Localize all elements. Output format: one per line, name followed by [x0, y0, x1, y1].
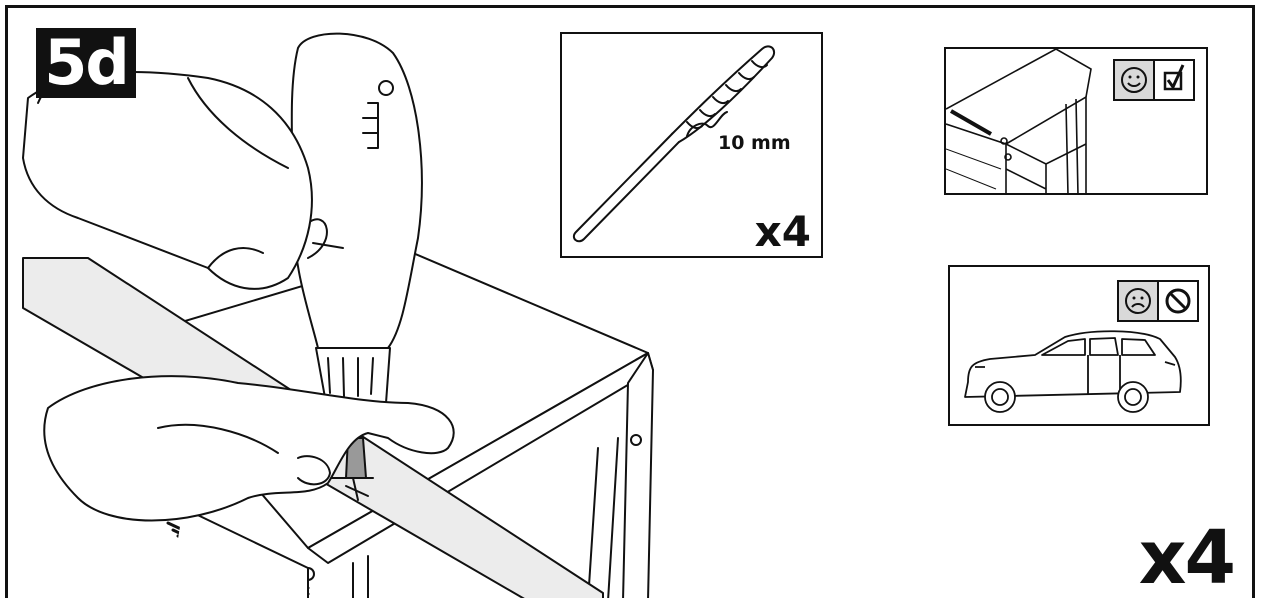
- instruction-frame: 5d 10 mm x4: [5, 5, 1255, 598]
- sad-face-icon: [1125, 288, 1151, 314]
- car-illustration: [964, 330, 1182, 413]
- total-quantity: x4: [1138, 515, 1236, 598]
- cabinet-right-side: [622, 352, 654, 598]
- smiley-face-box: [1113, 59, 1155, 101]
- drill-bit-quantity: x4: [754, 207, 811, 256]
- checkbox-checked-icon: [1163, 64, 1185, 91]
- drilling-illustration: [22, 32, 654, 598]
- checkbox-box: [1153, 59, 1195, 101]
- drill-bit-panel: 10 mm x4: [560, 32, 823, 258]
- correct-example-panel: [944, 47, 1208, 196]
- step-number-badge: 5d: [36, 28, 136, 98]
- drill-bit-icon: [572, 45, 776, 243]
- prohibited-box: [1157, 280, 1199, 322]
- sad-face-box: [1117, 280, 1159, 322]
- lower-hand: [43, 375, 455, 522]
- upper-hand: [22, 71, 313, 290]
- prohibited-icon: [1165, 288, 1191, 314]
- smiley-face-icon: [1121, 67, 1147, 93]
- drill-bit-size: 10 mm: [718, 132, 791, 154]
- incorrect-example-panel: [948, 265, 1210, 426]
- shelf-unit-illustration: [946, 49, 1092, 196]
